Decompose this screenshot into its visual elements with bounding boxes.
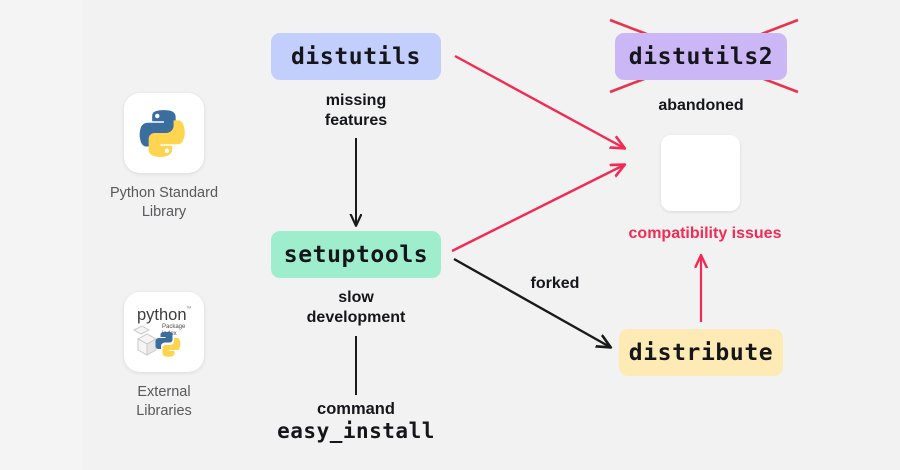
- edge-label-compatibility-issues: compatibility issues: [628, 225, 782, 242]
- node-unnamed-empty-box[interactable]: [661, 135, 740, 211]
- external-libraries-caption: External Libraries: [136, 384, 192, 419]
- arrow-setuptools-to-unnamed: [451, 165, 624, 253]
- node-distutils2[interactable]: distutils2: [615, 33, 787, 80]
- python-standard-library-caption: Python Standard Library: [109, 185, 219, 220]
- arrow-distutils-to-unnamed: [454, 54, 624, 148]
- node-distutils[interactable]: distutils: [271, 33, 441, 80]
- external-libraries-logo-card[interactable]: python ™ Package Index: [124, 292, 204, 372]
- left-edge-band: [0, 0, 82, 470]
- edge-label-abandoned: abandoned: [658, 97, 744, 114]
- edge-label-missing-features: missing features: [324, 92, 388, 129]
- node-setuptools[interactable]: setuptools: [271, 231, 441, 278]
- arrow-setuptools-to-distribute: [453, 257, 610, 347]
- edge-label-easy-install: easy_install: [277, 419, 435, 443]
- pypi-logo-icon: python ™ Package Index: [132, 306, 192, 357]
- svg-text:™: ™: [186, 306, 192, 312]
- edge-label-slow-development: slow development: [306, 289, 406, 326]
- svg-text:Package: Package: [162, 324, 186, 330]
- python-standard-library-logo-card[interactable]: [124, 93, 204, 173]
- svg-text:python: python: [137, 306, 187, 324]
- node-distribute[interactable]: distribute: [619, 329, 783, 376]
- edge-label-command: command: [317, 400, 395, 418]
- edge-label-forked: forked: [530, 275, 580, 292]
- python-logo-icon: [139, 110, 185, 158]
